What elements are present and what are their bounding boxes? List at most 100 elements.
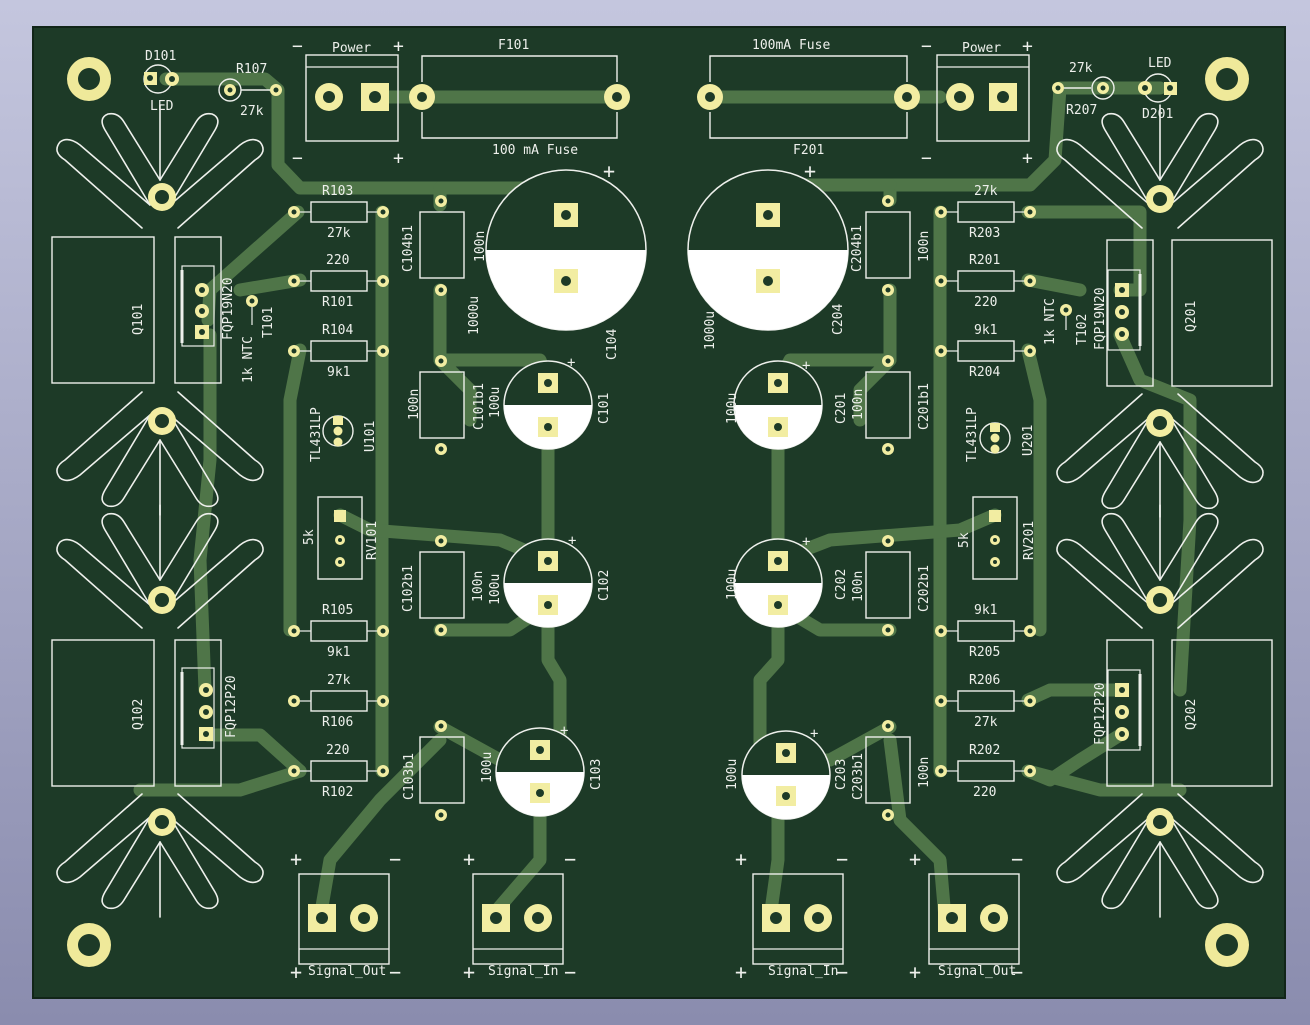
- capacitor-c204: + 1000u C204: [687, 159, 849, 350]
- svg-text:9k1: 9k1: [974, 323, 997, 338]
- svg-text:+: +: [804, 159, 816, 183]
- svg-text:+: +: [1022, 36, 1033, 57]
- svg-text:R205: R205: [969, 645, 1000, 660]
- svg-text:27k: 27k: [327, 226, 351, 241]
- svg-text:Signal_In: Signal_In: [488, 964, 558, 979]
- transistor-q202: FQP12P20 Q202: [1093, 639, 1199, 787]
- signal-out-connector-right: + − + − Signal_Out: [909, 847, 1023, 984]
- resistor-r205: 9k1 R205: [935, 603, 1036, 660]
- svg-text:FQP12P20: FQP12P20: [1093, 682, 1108, 745]
- svg-text:27k: 27k: [974, 184, 998, 199]
- svg-text:C102b1: C102b1: [401, 565, 416, 612]
- thermistor-t102: 1k NTC T102: [1043, 298, 1090, 345]
- svg-text:C101: C101: [597, 393, 612, 424]
- svg-text:C103b1: C103b1: [402, 753, 417, 800]
- svg-text:TL431LP: TL431LP: [309, 407, 324, 462]
- capacitor-c203b1: C203b1 100n: [851, 720, 932, 821]
- resistor-r206: R206 27k: [935, 673, 1036, 730]
- svg-text:1000u: 1000u: [703, 311, 718, 350]
- svg-text:100u: 100u: [725, 759, 740, 790]
- svg-text:Signal_Out: Signal_Out: [938, 964, 1016, 979]
- svg-text:27k: 27k: [974, 715, 998, 730]
- regulator-u201: TL431LP U201: [965, 407, 1036, 462]
- svg-text:C102: C102: [597, 570, 612, 601]
- capacitor-c102: + 100u C102: [488, 533, 612, 628]
- svg-text:5k: 5k: [957, 532, 972, 548]
- svg-text:FQP12P20: FQP12P20: [224, 675, 239, 738]
- svg-text:Q202: Q202: [1184, 699, 1199, 730]
- svg-text:+: +: [290, 847, 302, 871]
- trimmer-rv101: 5k RV101: [302, 496, 380, 580]
- svg-text:−: −: [389, 847, 401, 871]
- led-d101: D101 LED: [143, 49, 179, 114]
- svg-text:−: −: [1011, 960, 1023, 984]
- svg-text:100u: 100u: [725, 569, 740, 600]
- resistor-r106: 27k R106: [288, 673, 389, 730]
- svg-text:C202: C202: [834, 569, 849, 600]
- svg-text:FQP19N20: FQP19N20: [221, 277, 236, 340]
- capacitor-c202: + 100u C202: [725, 534, 849, 628]
- svg-text:27k: 27k: [327, 673, 351, 688]
- svg-text:R103: R103: [322, 184, 353, 199]
- fuse-f201: 100mA Fuse F201: [697, 38, 920, 158]
- power-connector-left: Power + − + −: [292, 36, 404, 169]
- capacitor-c101b1: 100n C101b1: [407, 355, 487, 455]
- svg-text:Power: Power: [332, 41, 371, 56]
- svg-text:C203: C203: [834, 759, 849, 790]
- svg-text:220: 220: [326, 253, 349, 268]
- capacitor-c201: + 100u C201: [725, 358, 849, 450]
- svg-text:−: −: [292, 148, 303, 169]
- svg-text:+: +: [909, 847, 921, 871]
- svg-text:C103: C103: [589, 759, 604, 790]
- capacitor-c103: + 100u C103: [480, 723, 604, 817]
- fuse-f101: F101 100 mA Fuse: [409, 38, 630, 158]
- svg-text:R201: R201: [969, 253, 1000, 268]
- svg-text:−: −: [836, 847, 848, 871]
- thermistor-t101: 1k NTC T101: [241, 295, 276, 383]
- resistor-r204: 9k1 R204: [935, 323, 1036, 380]
- svg-text:R207: R207: [1066, 103, 1097, 118]
- resistor-r103: R103 27k: [288, 184, 389, 241]
- svg-text:+: +: [603, 159, 615, 183]
- svg-text:1000u: 1000u: [467, 296, 482, 335]
- svg-text:Q201: Q201: [1184, 301, 1199, 332]
- svg-text:C201b1: C201b1: [917, 383, 932, 430]
- svg-text:TL431LP: TL431LP: [965, 407, 980, 462]
- svg-text:+: +: [802, 358, 810, 374]
- svg-text:100 mA Fuse: 100 mA Fuse: [492, 143, 578, 158]
- svg-text:+: +: [567, 355, 575, 371]
- svg-text:R204: R204: [969, 365, 1000, 380]
- resistor-r102: 220 R102: [288, 743, 389, 800]
- svg-text:100u: 100u: [488, 574, 503, 605]
- svg-text:+: +: [735, 960, 747, 984]
- svg-text:−: −: [292, 36, 303, 57]
- svg-text:+: +: [393, 36, 404, 57]
- svg-text:220: 220: [326, 743, 349, 758]
- svg-text:F101: F101: [498, 38, 529, 53]
- svg-text:+: +: [802, 534, 810, 550]
- svg-text:220: 220: [974, 295, 997, 310]
- trimmer-rv201: 5k RV201: [957, 496, 1037, 580]
- svg-text:R203: R203: [969, 226, 1000, 241]
- pcb-board: [32, 26, 1286, 999]
- svg-text:100u: 100u: [725, 393, 740, 424]
- svg-text:C203b1: C203b1: [851, 753, 866, 800]
- led-d201: LED D201: [1138, 56, 1177, 122]
- svg-text:1k NTC: 1k NTC: [1043, 298, 1058, 345]
- mounting-hole: [67, 57, 111, 101]
- svg-text:RV101: RV101: [365, 521, 380, 560]
- svg-text:+: +: [909, 960, 921, 984]
- svg-text:F201: F201: [793, 143, 824, 158]
- heatsink-q202: [1056, 504, 1273, 918]
- svg-text:100n: 100n: [917, 231, 932, 262]
- svg-text:5k: 5k: [302, 529, 317, 545]
- capacitor-c204b1: C204b1 100n: [850, 195, 932, 296]
- svg-text:U201: U201: [1021, 425, 1036, 456]
- svg-text:C101b1: C101b1: [472, 383, 487, 430]
- svg-text:+: +: [560, 723, 568, 739]
- svg-text:100n: 100n: [473, 231, 488, 262]
- svg-text:−: −: [564, 960, 576, 984]
- svg-text:Q101: Q101: [131, 304, 146, 335]
- capacitor-c202b1: 100n C202b1: [851, 535, 932, 636]
